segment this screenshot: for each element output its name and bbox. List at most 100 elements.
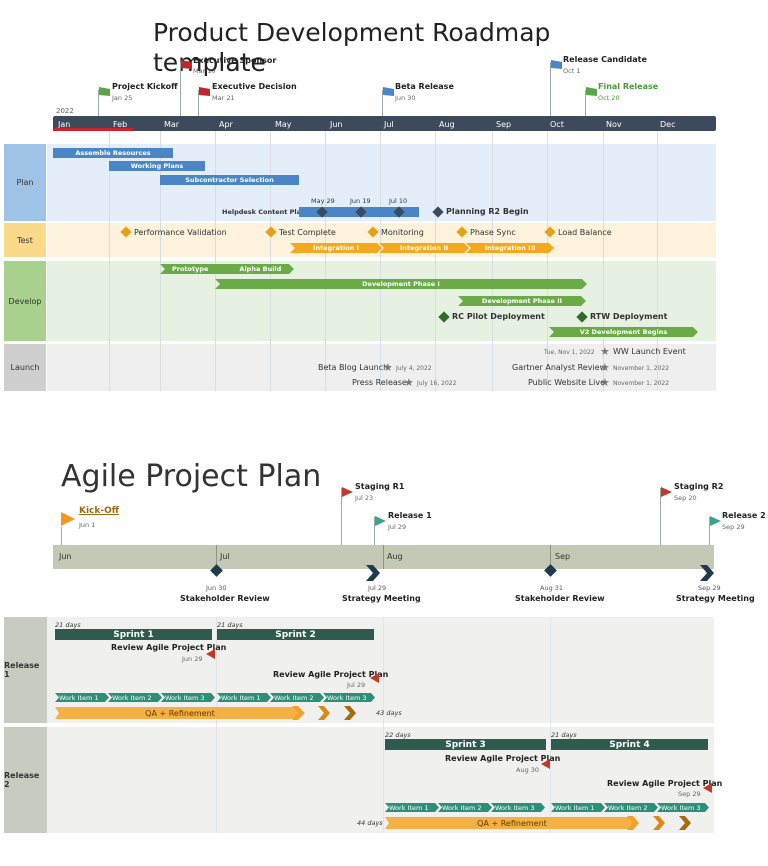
today-marker: [53, 128, 133, 131]
star-icon: ★: [600, 345, 610, 358]
task-development-phase-2[interactable]: Development Phase II: [458, 296, 586, 306]
work-item[interactable]: Work Item 2: [270, 693, 324, 702]
work-item[interactable]: Work Item 1: [551, 803, 605, 812]
review-date: Aug 31: [540, 584, 564, 592]
month-label: Sep: [496, 120, 512, 129]
launch-date: July 16, 2022: [417, 380, 457, 387]
test-milestone-label: Load Balance: [558, 228, 612, 237]
review-date: Jun 30: [206, 584, 227, 592]
gridline: [547, 131, 548, 391]
month-label: Apr: [219, 120, 233, 129]
gridline: [603, 131, 604, 391]
flag-icon: [199, 87, 210, 96]
review-task-date: Aug 30: [516, 766, 540, 774]
lane-label-launch: Launch: [4, 344, 46, 391]
work-item[interactable]: Work Item 1: [385, 803, 439, 812]
gridline: [270, 131, 271, 391]
lane-launch-bg: [47, 344, 716, 391]
work-item[interactable]: Work Item 2: [604, 803, 658, 812]
roadmap-title: Product Development Roadmap template: [153, 18, 551, 77]
triangle-marker-icon: [541, 759, 550, 769]
review-task-label: Review Agile Project Plan: [273, 670, 389, 679]
work-item[interactable]: Work Item 3: [323, 693, 375, 702]
rtw-label: RTW Deployment: [590, 312, 668, 321]
sprint-2-bar[interactable]: Sprint 2: [217, 629, 374, 640]
task-v2-development[interactable]: V2 Development Begins: [549, 327, 698, 337]
test-milestone-label: Monitoring: [381, 228, 424, 237]
sprint-1-bar[interactable]: Sprint 1: [55, 629, 212, 640]
gridline: [383, 617, 384, 833]
planning-r2-label: Planning R2 Begin: [446, 207, 529, 216]
task-integration-2[interactable]: Integration II: [379, 243, 469, 253]
flag-icon: [99, 87, 110, 96]
work-item[interactable]: Work Item 1: [55, 693, 109, 702]
lane-label-release-1: Release 1: [4, 617, 47, 723]
helpdesk-date: Jun 19: [350, 197, 371, 205]
test-milestone-label: Test Complete: [279, 228, 336, 237]
review-task-date: Sep 29: [678, 790, 701, 798]
prototype-label: Prototype: [172, 265, 209, 273]
launch-date: Tue, Nov 1, 2022: [544, 349, 595, 356]
sprint-3-bar[interactable]: Sprint 3: [385, 739, 546, 750]
month-label: Aug: [439, 120, 455, 129]
flag-icon: [181, 60, 192, 69]
review-label: Stakeholder Review: [180, 594, 270, 603]
qa-refinement-bar[interactable]: QA + Refinement: [385, 817, 639, 829]
month-label: Jan: [58, 120, 71, 129]
agile-title: Agile Project Plan: [61, 459, 322, 494]
work-item[interactable]: Work Item 2: [438, 803, 492, 812]
gridline: [550, 617, 551, 833]
review-task-date: Jul 29: [347, 681, 366, 689]
review-task-label: Review Agile Project Plan: [111, 643, 227, 652]
chevron-right-icon: [700, 565, 714, 581]
sprint-4-bar[interactable]: Sprint 4: [551, 739, 708, 750]
work-item[interactable]: Work Item 3: [161, 693, 215, 702]
review-label: Strategy Meeting: [342, 594, 421, 603]
review-task-date: Jun 29: [182, 655, 203, 663]
flag-icon: [383, 87, 394, 96]
month-label: Jun: [59, 552, 72, 561]
star-icon: ★: [600, 376, 610, 389]
helpdesk-date: May 29: [311, 197, 335, 205]
launch-label: Beta Blog Launch: [318, 363, 389, 372]
chevron-icon: [292, 706, 304, 720]
gridline: [109, 131, 110, 391]
task-development-phase-1[interactable]: Development Phase I: [215, 279, 587, 289]
roadmap-timeline-axis: Jan Feb Mar Apr May Jun Jul Aug Sep Oct …: [53, 116, 716, 131]
helpdesk-date: Jul 10: [389, 197, 408, 205]
lane-label-plan: Plan: [4, 144, 46, 221]
gridline: [215, 131, 216, 391]
month-label: May: [275, 120, 292, 129]
month-label: Dec: [660, 120, 676, 129]
work-item[interactable]: Work Item 3: [657, 803, 709, 812]
gridline: [492, 131, 493, 391]
review-date: Jul 29: [368, 584, 387, 592]
rc-pilot-label: RC Pilot Deployment: [452, 312, 545, 321]
task-subcontractor-selection[interactable]: Subcontractor Selection: [160, 175, 299, 185]
task-integration-3[interactable]: Integration III: [466, 243, 554, 253]
qa-refinement-bar[interactable]: QA + Refinement: [55, 707, 305, 719]
launch-label: Public Website Live: [528, 378, 605, 387]
test-milestone-label: Phase Sync: [470, 228, 516, 237]
month-label: Mar: [164, 120, 180, 129]
task-assemble-resources[interactable]: Assemble Resources: [53, 148, 173, 158]
launch-label: WW Launch Event: [613, 347, 686, 356]
month-label: Aug: [387, 552, 403, 561]
sprint-duration: 21 days: [551, 731, 577, 739]
flag-icon: [342, 487, 353, 497]
test-milestone-label: Performance Validation: [134, 228, 227, 237]
star-icon: ★: [383, 361, 393, 374]
flag-icon: [710, 516, 721, 526]
work-item[interactable]: Work Item 3: [491, 803, 545, 812]
task-integration-1[interactable]: Integration I: [290, 243, 382, 253]
task-prototype-alpha[interactable]: Prototype Alpha Build: [160, 264, 294, 274]
gridline: [325, 131, 326, 391]
work-item[interactable]: Work Item 1: [217, 693, 271, 702]
work-item[interactable]: Work Item 2: [108, 693, 162, 702]
month-label: Jun: [330, 120, 343, 129]
review-task-label: Review Agile Project Plan: [445, 754, 561, 763]
qa-duration: 43 days: [376, 709, 402, 717]
flag-icon: [586, 87, 597, 96]
launch-label: Gartner Analyst Review: [512, 363, 607, 372]
task-working-plans[interactable]: Working Plans: [109, 161, 205, 171]
